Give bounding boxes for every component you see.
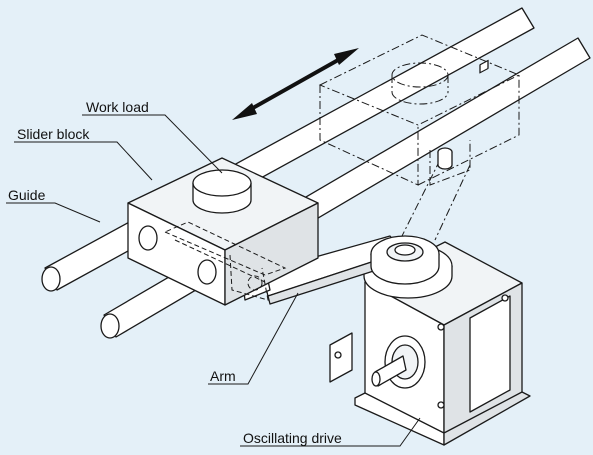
work-load: [192, 169, 252, 214]
motion-double-arrow: [232, 48, 359, 120]
slider-block-ghost: [318, 34, 521, 241]
hidden-linkage: [163, 221, 287, 301]
label-oscillating-drive: Oscillating drive: [243, 430, 342, 446]
leader-lines: [6, 114, 421, 447]
ghost-pin: [437, 147, 453, 170]
label-arm: Arm: [210, 368, 236, 384]
drive-output-shaft: [371, 335, 426, 389]
label-work-load: Work load: [86, 99, 149, 115]
slider-block: [127, 157, 319, 306]
label-guide: Guide: [8, 187, 46, 203]
label-slider-block: Slider block: [17, 126, 90, 142]
